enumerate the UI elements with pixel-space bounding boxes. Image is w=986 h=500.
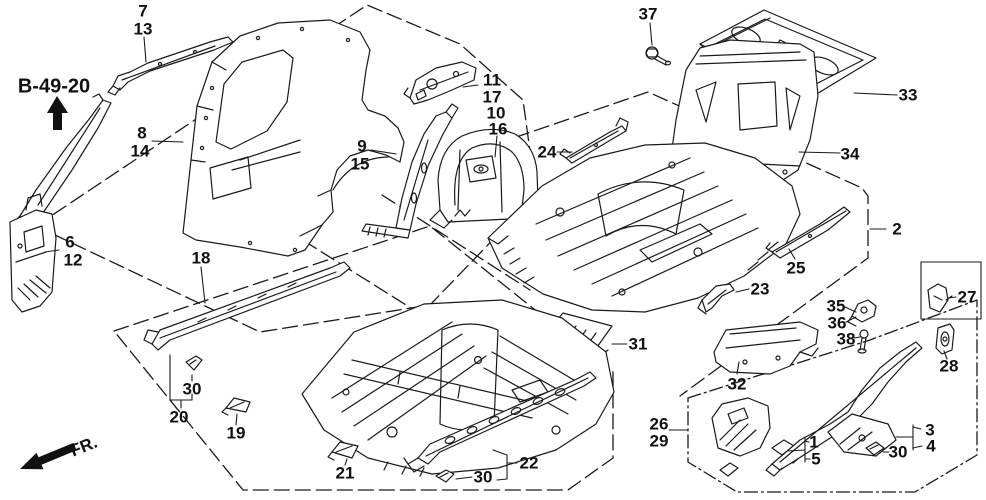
part-side-sill-right — [404, 372, 596, 472]
part-side-sill-left — [144, 262, 350, 350]
callout-29: 29 — [649, 431, 669, 451]
callout-30: 30 — [182, 379, 202, 399]
bracket-3-4 — [896, 425, 922, 450]
part-bolt-38 — [858, 330, 868, 353]
callout-22: 22 — [519, 453, 539, 473]
callout-14: 14 — [130, 141, 150, 161]
callout-34: 34 — [840, 144, 860, 164]
callout-38: 38 — [836, 329, 856, 349]
part-bracket-21 — [328, 442, 358, 460]
callout-6: 6 — [65, 232, 75, 252]
part-gusset-23 — [698, 284, 734, 314]
part-clip-27 — [928, 284, 952, 312]
callout-7: 7 — [138, 1, 148, 21]
part-clip-28 — [936, 324, 954, 354]
callout-36: 36 — [827, 313, 847, 333]
callout-37: 37 — [638, 4, 658, 24]
part-clip-30-left — [186, 356, 202, 370]
callout-28: 28 — [939, 356, 959, 376]
bracket-1-5 — [788, 437, 810, 462]
callout-19: 19 — [226, 423, 246, 443]
callout-10: 10 — [486, 103, 506, 123]
part-rear-floor — [488, 143, 800, 312]
part-rear-wheelhouse — [430, 129, 538, 228]
part-roof-side-rail — [108, 37, 233, 95]
callout-15: 15 — [350, 154, 370, 174]
boundary-front-floor-group — [114, 226, 613, 490]
boundary-rear-floor-group — [455, 92, 868, 396]
part-side-panel — [183, 20, 404, 256]
part-bolt-37 — [646, 47, 671, 65]
part-front-pillar-lower — [10, 194, 56, 312]
callout-30: 30 — [473, 467, 493, 487]
callout-27: 27 — [957, 287, 977, 307]
callout-30: 30 — [888, 442, 908, 462]
part-bracket-35-36 — [848, 300, 876, 326]
boundary-front-frame-group — [688, 300, 977, 492]
part-rear-frame-rail — [560, 118, 628, 163]
callout-1: 1 — [809, 432, 819, 452]
reference-up-arrow — [47, 96, 68, 130]
bracket-20 — [170, 355, 192, 408]
callout-5: 5 — [811, 449, 821, 469]
callout-8: 8 — [137, 123, 147, 143]
callout-2: 2 — [892, 219, 902, 239]
callout-9: 9 — [357, 136, 367, 156]
callout-18: 18 — [191, 248, 211, 268]
part-clip-30-mid — [436, 470, 454, 482]
callout-33: 33 — [898, 85, 918, 105]
callout-11: 11 — [483, 70, 501, 90]
part-rear-side-rail — [766, 207, 850, 258]
callout-35: 35 — [826, 296, 846, 316]
callout-20: 20 — [169, 407, 189, 427]
callout-16: 16 — [488, 119, 508, 139]
reference-code: B-49-20 — [17, 75, 91, 98]
bracket-22 — [493, 450, 517, 480]
part-clip-30-right — [866, 442, 884, 455]
callout-21: 21 — [335, 463, 355, 483]
fr-direction-arrow — [20, 442, 77, 470]
callout-3: 3 — [925, 420, 935, 440]
part-rear-panel-bracket — [404, 62, 476, 104]
callout-31: 31 — [628, 334, 648, 354]
callout-26: 26 — [649, 414, 669, 434]
callout-12: 12 — [63, 250, 83, 270]
part-rear-cross-member — [714, 322, 818, 374]
part-front-floor — [302, 300, 614, 476]
callout-23: 23 — [750, 279, 770, 299]
callout-13: 13 — [133, 19, 153, 39]
leader-lines — [45, 23, 956, 480]
callout-4: 4 — [926, 436, 936, 456]
callout-32: 32 — [727, 374, 747, 394]
callout-17: 17 — [482, 87, 502, 107]
part-bracket-19 — [222, 398, 250, 415]
inset-box-27 — [921, 262, 981, 319]
part-rear-pillar-stiffener — [362, 104, 458, 238]
part-bulkhead-bracket-1 — [712, 398, 770, 476]
callout-25: 25 — [786, 258, 806, 278]
callout-24: 24 — [537, 142, 557, 162]
